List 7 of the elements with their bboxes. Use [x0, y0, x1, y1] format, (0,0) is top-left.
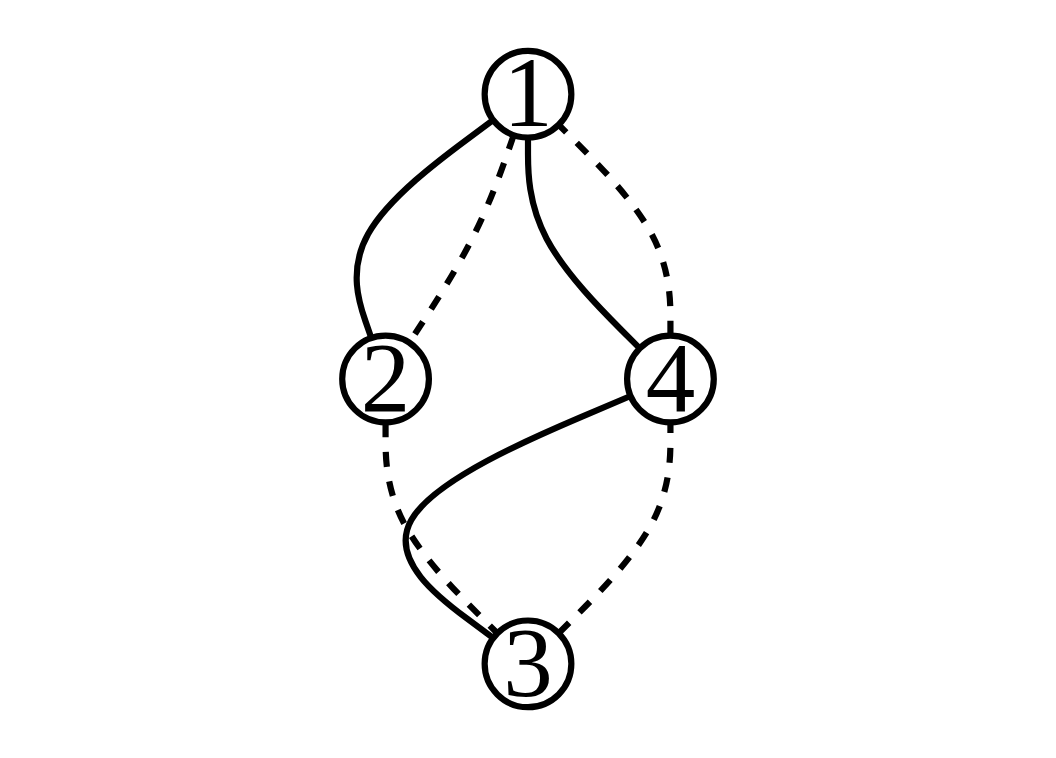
- node-circle: 2: [339, 332, 432, 426]
- connector: [556, 422, 674, 636]
- node-circle: 3: [481, 617, 575, 711]
- connector: [556, 122, 674, 336]
- node-circle: 1: [481, 47, 575, 141]
- node-circle: 4: [624, 332, 717, 426]
- connector: [524, 137, 642, 351]
